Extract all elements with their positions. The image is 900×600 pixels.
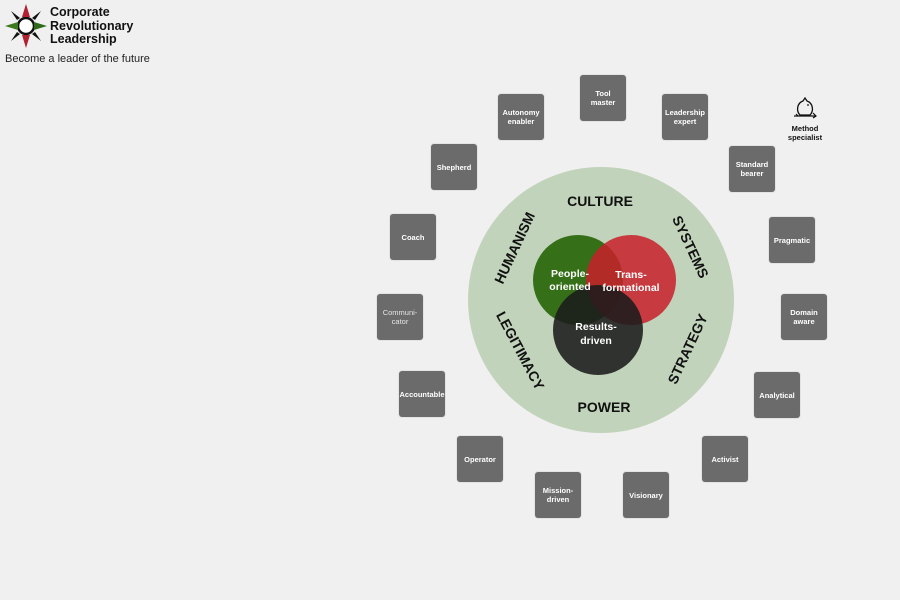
brand-name-line-1: Corporate [50, 5, 110, 19]
tile-label-line-1: Visionary [629, 490, 663, 500]
tile-visionary[interactable]: Visionary [623, 472, 669, 518]
tile-label-line-1: Autonomy [502, 108, 540, 117]
brand: Corporate Revolutionary Leadership [5, 4, 185, 48]
tile-label-line-1: Tool [595, 89, 611, 98]
ring-label-power: POWER [578, 399, 631, 415]
tile-coach[interactable]: Coach [390, 214, 436, 260]
brand-name: Corporate Revolutionary Leadership [50, 5, 134, 47]
tile-label-line-1: Communi- [382, 308, 418, 317]
tile-activist[interactable]: Activist [702, 436, 748, 482]
tile-label-line-2: cator [391, 317, 409, 326]
leadership-diagram: CULTURE POWER HUMANISM SYSTEMS LEGITIMAC… [468, 167, 734, 433]
tile-label-line-1: Mission- [542, 486, 574, 495]
circle-label-people-line-1: People- [551, 268, 589, 280]
tile-label-line-2: master [590, 98, 616, 107]
tagline: Become a leader of the future [5, 53, 150, 65]
tile-label-line-1: Coach [401, 232, 425, 242]
tile-label-line-1: Accountable [399, 389, 445, 399]
tile-label-line-1: Leadership [665, 108, 706, 117]
tile-label-line-2: bearer [740, 169, 764, 178]
method-specialist-line-1: Method [791, 124, 819, 133]
tile-accountable[interactable]: Accountable [399, 371, 445, 417]
circle-label-results-line-2: driven [580, 335, 612, 347]
tile-label-line-1: Operator [464, 454, 496, 464]
circle-label-people-line-2: oriented [549, 281, 590, 293]
tile-shepherd[interactable]: Shepherd [431, 144, 477, 190]
ring-label-culture: CULTURE [567, 193, 633, 209]
tile-label-line-1: Analytical [759, 390, 795, 400]
tile-label-line-2: aware [793, 317, 815, 326]
tile-label-line-1: Shepherd [436, 162, 472, 172]
circle-label-trans-line-1: Trans- [615, 269, 647, 281]
tile-analytical[interactable]: Analytical [754, 372, 800, 418]
tile-label-line-1: Activist [711, 454, 739, 464]
method-specialist-label: Method specialist [783, 124, 827, 142]
tile-operator[interactable]: Operator [457, 436, 503, 482]
owl-icon [794, 96, 817, 119]
tile-label-line-1: Standard [735, 160, 769, 169]
tile-pragmatic[interactable]: Pragmatic [769, 217, 815, 263]
tile-label-line-2: expert [673, 117, 697, 126]
method-specialist[interactable]: Method specialist [783, 96, 827, 142]
tile-mission-driven[interactable]: Mission-driven [535, 472, 581, 518]
tile-label-line-1: Domain [790, 308, 818, 317]
circle-label-trans-line-2: formational [602, 282, 659, 294]
circle-label-results-line-1: Results- [575, 321, 617, 333]
method-specialist-line-2: specialist [787, 133, 823, 142]
tile-label-line-1: Pragmatic [773, 235, 811, 245]
circle-results-driven[interactable] [553, 285, 643, 375]
brand-name-line-3: Leadership [50, 32, 117, 46]
tile-label-line-2: driven [546, 495, 570, 504]
tile-communicator[interactable]: Communi-cator [377, 294, 423, 340]
tile-label-line-2: enabler [507, 117, 535, 126]
brand-name-line-2: Revolutionary [50, 18, 134, 33]
compass-logo-icon [5, 4, 47, 48]
